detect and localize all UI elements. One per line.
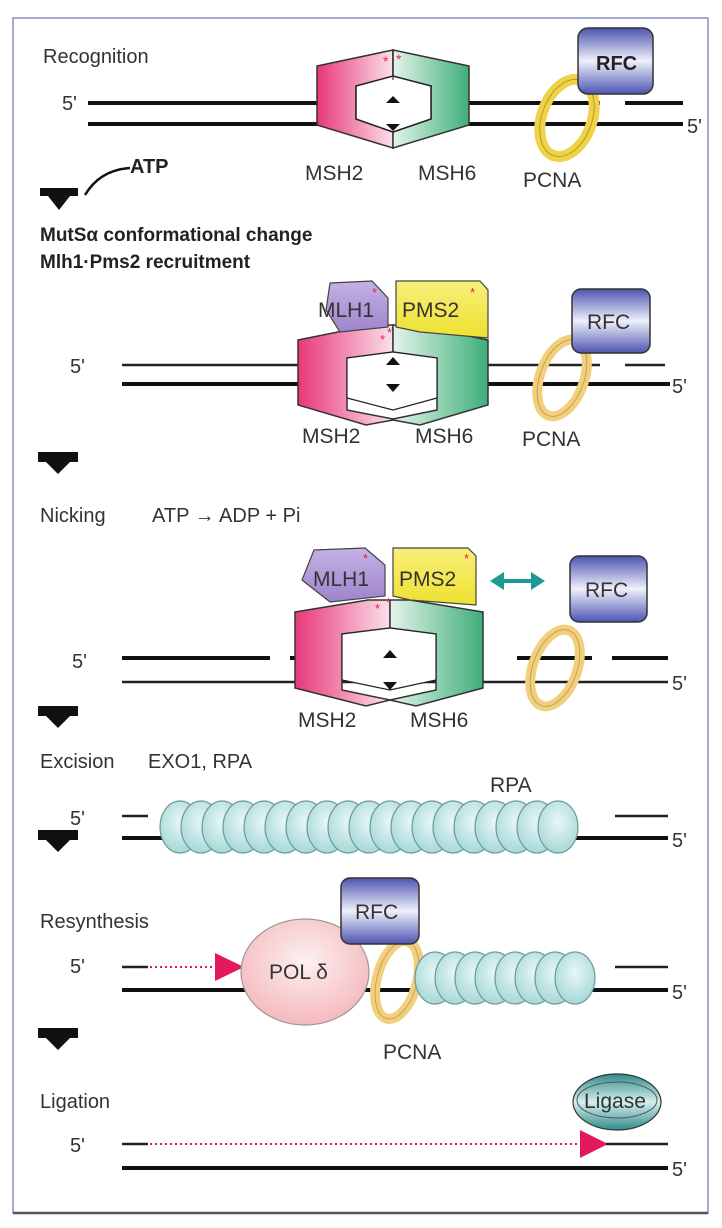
step-label-recognition: Recognition — [43, 46, 149, 68]
atp-site-star: * — [464, 551, 469, 566]
mismatch-mark — [383, 650, 397, 690]
protein-label-pol-delta: POL δ — [269, 961, 328, 984]
step-label-ligation: Ligation — [40, 1091, 110, 1113]
step-arrow-down-icon — [38, 452, 78, 474]
five-prime-label: 5' — [672, 376, 687, 398]
atp-site-star: * — [375, 601, 380, 616]
protein-label-msh2: MSH2 — [298, 709, 356, 732]
atp-curved-arrow — [83, 166, 131, 196]
atp-site-star: * — [372, 285, 377, 300]
mismatch-pocket — [346, 351, 438, 411]
protein-label-rfc: RFC — [355, 901, 398, 924]
step-label-conformational-change: MutSα conformational change — [40, 225, 312, 246]
protein-label-msh6: MSH6 — [415, 425, 473, 448]
protein-label-mlh1: MLH1 — [318, 299, 374, 322]
step-nicking: Nicking ATP → ADP + Pi 5' 5' MLH1 PMS2 *… — [38, 505, 687, 732]
five-prime-label: 5' — [70, 1135, 85, 1157]
five-prime-label: 5' — [72, 651, 87, 673]
five-prime-label: 5' — [672, 982, 687, 1004]
protein-label-pcna: PCNA — [522, 428, 580, 451]
atp-site-star: * — [387, 325, 392, 340]
five-prime-label: 5' — [70, 356, 85, 378]
step-arrow-down-icon — [38, 1028, 78, 1050]
protein-label-mlh1: MLH1 — [313, 568, 369, 591]
protein-label-pms2: PMS2 — [399, 568, 456, 591]
nascent-strand-arrowhead — [215, 953, 244, 981]
pms2-subunit — [395, 280, 489, 339]
atp-site-star: * — [386, 595, 391, 610]
atp-site-star: * — [396, 51, 402, 67]
protein-label-msh2: MSH2 — [305, 162, 363, 185]
five-prime-label: 5' — [672, 830, 687, 852]
pcna-ring — [525, 624, 585, 712]
mismatch-mark — [386, 96, 400, 131]
protein-label-ligase: Ligase — [584, 1090, 646, 1113]
step-arrow-down-icon — [38, 706, 78, 728]
atp-site-star: * — [380, 332, 385, 347]
protein-label-msh6: MSH6 — [410, 709, 468, 732]
rpa-bead — [554, 951, 596, 1005]
mismatch-mark — [386, 357, 400, 392]
mismatch-pocket — [341, 627, 437, 691]
protein-label-rfc: RFC — [596, 53, 637, 75]
step-ligation: Ligation 5' 5' Ligase — [40, 1073, 687, 1181]
five-prime-label: 5' — [687, 116, 702, 138]
five-prime-label: 5' — [62, 93, 77, 115]
step-arrow-down-icon — [40, 188, 78, 210]
interaction-double-arrow-icon — [490, 572, 545, 590]
protein-label-rfc: RFC — [585, 579, 628, 602]
atp-site-star: * — [383, 53, 389, 69]
step-arrow-down-icon — [38, 830, 78, 852]
ligase-enzyme — [572, 1073, 662, 1131]
pol-delta — [240, 918, 370, 1026]
five-prime-label: 5' — [672, 1159, 687, 1181]
step-excision: Excision EXO1, RPA RPA 5' 5' — [38, 751, 687, 854]
reaction-label: ATP → ADP + Pi — [152, 505, 300, 527]
protein-label-pcna: PCNA — [383, 1041, 441, 1064]
rpa-filament — [159, 800, 579, 854]
nascent-strand-arrowhead — [580, 1130, 608, 1158]
five-prime-label: 5' — [672, 673, 687, 695]
ligase-label-bubble — [576, 1081, 658, 1119]
protein-label-msh6: MSH6 — [418, 162, 476, 185]
protein-label-rpa: RPA — [490, 774, 532, 797]
step-label-recruitment: Mlh1·Pms2 recruitment — [40, 252, 251, 273]
step-label-nicking: Nicking — [40, 505, 106, 527]
five-prime-label: 5' — [70, 956, 85, 978]
mlh1-subunit — [325, 280, 389, 333]
rpa-bead — [537, 800, 579, 854]
rpa-filament — [414, 951, 596, 1005]
pms2-subunit — [392, 547, 477, 606]
protein-label-pcna: PCNA — [523, 169, 581, 192]
rfc-clamp-loader — [340, 877, 420, 945]
step-label-excision: Excision — [40, 751, 114, 773]
mismatch-pocket — [355, 75, 432, 133]
step-recognition: Recognition 5' 5' * * MSH2 MSH6 PCNA RFC… — [40, 27, 702, 210]
rfc-clamp-loader — [571, 288, 651, 354]
protein-label-rfc: RFC — [587, 311, 630, 334]
excision-enzymes-label: EXO1, RPA — [148, 751, 253, 773]
muts-alpha-complex: * * — [316, 49, 470, 150]
atp-label: ATP — [130, 156, 169, 178]
pcna-ring-outline — [529, 629, 581, 707]
step-recruitment: MutSα conformational change Mlh1·Pms2 re… — [38, 225, 687, 474]
protein-label-msh2: MSH2 — [302, 425, 360, 448]
step-resynthesis: Resynthesis 5' 5' POL δ RFC PCNA — [38, 877, 687, 1064]
five-prime-label: 5' — [70, 808, 85, 830]
step-label-resynthesis: Resynthesis — [40, 911, 149, 933]
atp-site-star: * — [363, 551, 368, 566]
protein-label-pms2: PMS2 — [402, 299, 459, 322]
rfc-clamp-loader — [577, 27, 654, 95]
rfc-clamp-loader — [569, 555, 648, 623]
mlh1-subunit — [301, 547, 386, 603]
atp-site-star: * — [470, 285, 475, 300]
